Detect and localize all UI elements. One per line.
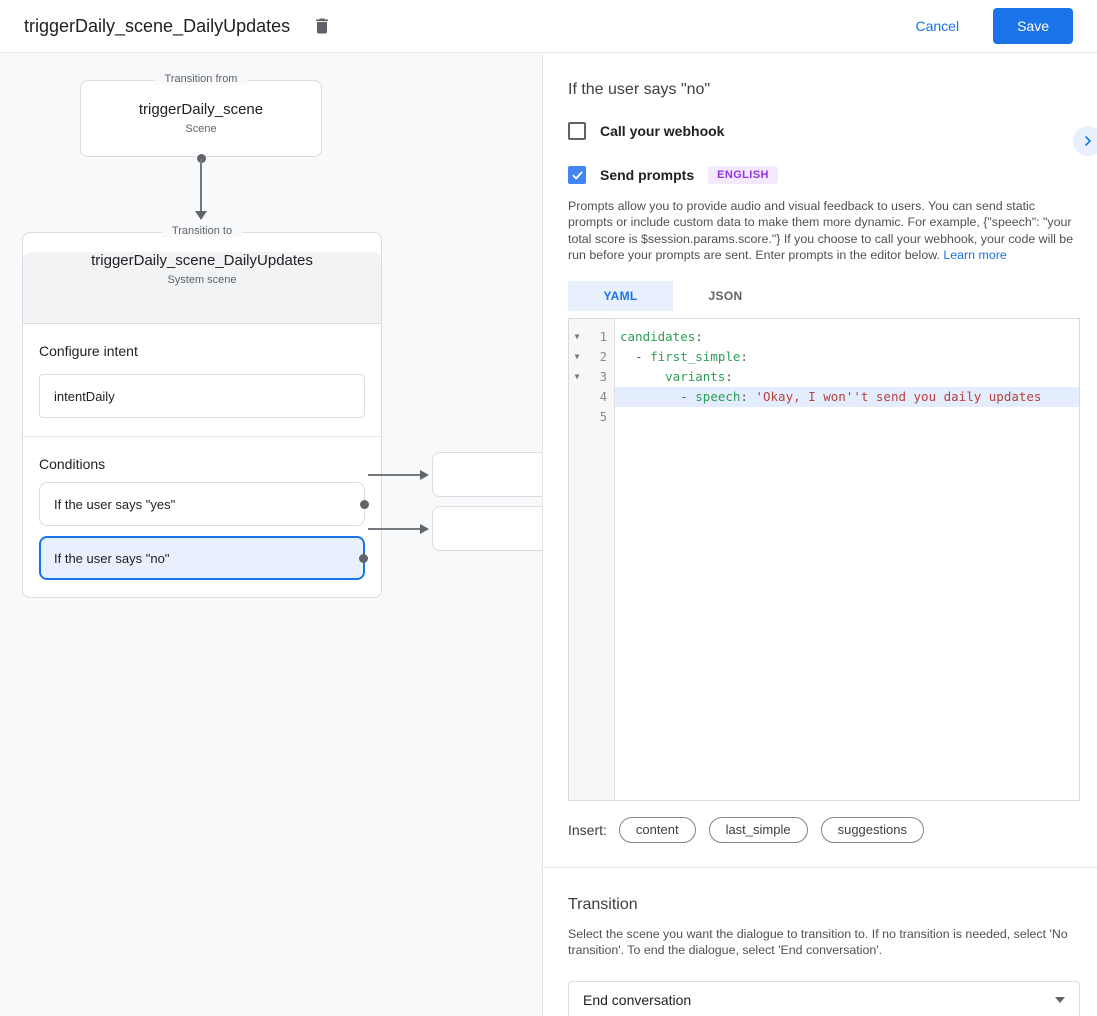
trash-icon: [312, 16, 332, 36]
code-token-key: speech: [695, 388, 741, 404]
connector-line: [200, 159, 202, 212]
configure-intent-section: Configure intent intentDaily: [23, 324, 381, 437]
transition-description: Select the scene you want the dialogue t…: [568, 926, 1068, 958]
transition-from-label: Transition from: [154, 73, 248, 85]
insert-row: Insert: content last_simple suggestions: [568, 816, 1080, 843]
code-token-plain: -: [620, 388, 696, 404]
prompts-checkbox[interactable]: [568, 166, 586, 184]
code-line[interactable]: candidates:: [615, 327, 1079, 347]
insert-label: Insert:: [568, 821, 607, 838]
transition-from-title: triggerDaily_scene: [138, 101, 264, 118]
intent-item[interactable]: intentDaily: [39, 374, 365, 418]
editor-code[interactable]: candidates: - first_simple: variants: - …: [615, 319, 1079, 800]
connector-dot: [360, 499, 369, 509]
insert-chip-content[interactable]: content: [618, 816, 696, 843]
fold-toggle-icon[interactable]: ▼: [574, 372, 580, 382]
prompts-checkbox-row: Send prompts ENGLISH: [568, 166, 1080, 184]
condition-row-label: If the user says "yes": [54, 496, 176, 512]
section-divider: [543, 866, 1097, 868]
tab-json[interactable]: JSON: [708, 288, 743, 303]
insert-chip-last-simple[interactable]: last_simple: [708, 816, 808, 843]
fold-toggle-icon[interactable]: ▼: [574, 352, 580, 362]
top-bar: triggerDaily_scene_DailyUpdates Cancel S…: [0, 0, 1097, 53]
tab-yaml[interactable]: YAML: [568, 280, 673, 311]
gutter-line: ▼3: [569, 367, 614, 387]
code-token-key: candidates: [620, 328, 696, 344]
gutter-line: 4: [569, 387, 614, 407]
panel-title: If the user says "no": [568, 81, 711, 98]
chevron-right-icon: [1082, 135, 1094, 147]
connector-line: [368, 528, 421, 530]
line-number: 3: [599, 369, 607, 384]
cancel-button[interactable]: Cancel: [915, 18, 960, 34]
code-token-plain: -: [620, 348, 651, 364]
fold-toggle-icon[interactable]: ▼: [574, 332, 580, 342]
configure-intent-heading: Configure intent: [39, 343, 138, 359]
connector-line: [368, 474, 421, 476]
prompts-label: Send prompts: [600, 167, 695, 183]
code-token-key: variants: [665, 368, 726, 384]
condition-row-no[interactable]: If the user says "no": [39, 536, 368, 580]
code-token-key: first_simple: [650, 348, 741, 364]
transition-select-value: End conversation: [583, 992, 692, 1009]
condition-row-label: If the user says "no": [54, 550, 170, 566]
code-token-plain: :: [725, 368, 733, 384]
arrow-right-icon: [420, 524, 429, 534]
transition-from-subtitle: Scene: [185, 123, 217, 135]
transition-to-card: Transition to triggerDaily_scene_DailyUp…: [22, 225, 382, 598]
prompts-description: Prompts allow you to provide audio and v…: [568, 198, 1080, 264]
transition-heading: Transition: [568, 895, 638, 913]
transition-to-title: triggerDaily_scene_DailyUpdates: [91, 252, 313, 269]
code-line[interactable]: - speech: 'Okay, I won''t send you daily…: [615, 386, 1079, 407]
gutter-line: ▼2: [569, 347, 614, 367]
conditions-section: Conditions If the user says "yes" If the…: [23, 437, 381, 597]
code-token-plain: :: [740, 388, 756, 404]
language-badge: ENGLISH: [708, 166, 778, 184]
prompts-description-text: Prompts allow you to provide audio and v…: [568, 199, 1074, 263]
conditions-heading: Conditions: [39, 456, 106, 472]
connector-dot: [197, 154, 206, 163]
gutter-line: ▼1: [569, 327, 614, 347]
transition-to-label: Transition to: [161, 225, 243, 237]
dropdown-caret-icon: [1055, 997, 1065, 1004]
code-token-plain: :: [740, 348, 748, 364]
line-number: 5: [599, 409, 607, 424]
code-token-plain: :: [695, 328, 703, 344]
scene-diagram-canvas: Transition from triggerDaily_scene Scene…: [0, 53, 543, 1016]
line-number: 4: [599, 389, 607, 404]
collapse-panel-button[interactable]: [1073, 126, 1097, 156]
arrow-right-icon: [420, 470, 429, 480]
code-line[interactable]: [615, 407, 1079, 427]
transition-to-subtitle: System scene: [167, 274, 237, 286]
check-icon: [571, 169, 584, 182]
learn-more-link[interactable]: Learn more: [943, 248, 1007, 263]
editor-format-tabs: YAML JSON: [568, 280, 1080, 311]
insert-chip-suggestions[interactable]: suggestions: [820, 816, 924, 843]
webhook-checkbox[interactable]: [568, 122, 586, 140]
condition-detail-panel: If the user says "no" Call your webhook …: [543, 53, 1097, 1016]
webhook-label: Call your webhook: [600, 123, 725, 139]
delete-scene-button[interactable]: [308, 12, 336, 40]
line-number: 2: [599, 349, 607, 364]
line-number: 1: [599, 329, 607, 344]
connector-dot: [359, 553, 368, 563]
save-button[interactable]: Save: [993, 8, 1073, 44]
gutter-line: 5: [569, 407, 614, 427]
transition-select[interactable]: End conversation: [568, 981, 1080, 1016]
code-line[interactable]: variants:: [615, 367, 1079, 387]
transition-from-node[interactable]: Transition from triggerDaily_scene Scene: [80, 73, 322, 157]
code-token-plain: [620, 369, 665, 384]
transition-to-header: triggerDaily_scene_DailyUpdates System s…: [23, 252, 381, 324]
next-scene-stub[interactable]: [432, 506, 542, 551]
next-scene-stub[interactable]: [432, 452, 542, 497]
webhook-checkbox-row: Call your webhook: [568, 122, 1080, 140]
page-title: triggerDaily_scene_DailyUpdates: [24, 15, 291, 36]
code-token-string: 'Okay, I won''t send you daily updates: [755, 388, 1042, 404]
arrow-down-icon: [195, 211, 207, 220]
code-line[interactable]: - first_simple:: [615, 347, 1079, 367]
condition-row-yes[interactable]: If the user says "yes": [39, 482, 369, 526]
